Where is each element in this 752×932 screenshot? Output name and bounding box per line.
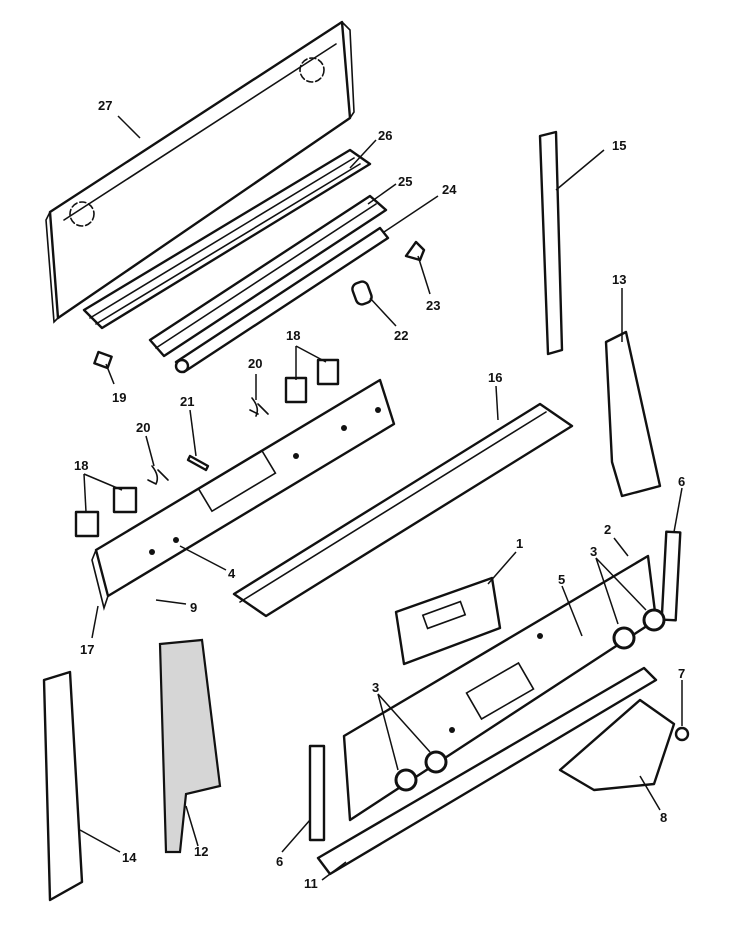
callout-19: 19 bbox=[112, 390, 126, 405]
callout-23: 23 bbox=[426, 298, 440, 313]
part-2-front-panel bbox=[342, 554, 666, 822]
callout-14: 14 bbox=[122, 850, 137, 865]
callout-27: 27 bbox=[98, 98, 112, 113]
part-24-rod bbox=[174, 226, 390, 374]
callout-26: 26 bbox=[378, 128, 392, 143]
callout-20-lower: 20 bbox=[136, 420, 150, 435]
callout-8: 8 bbox=[660, 810, 667, 825]
callout-22: 22 bbox=[394, 328, 408, 343]
part-13-side-bracket bbox=[604, 330, 662, 498]
callout-16: 16 bbox=[488, 370, 502, 385]
leader-lines bbox=[79, 115, 683, 881]
callout-7: 7 bbox=[678, 666, 685, 681]
callout-25: 25 bbox=[398, 174, 412, 189]
part-6-end-trim-right bbox=[660, 530, 682, 622]
part-12-insulation bbox=[158, 638, 222, 854]
part-14-side-rail bbox=[42, 670, 84, 902]
part-18-switches-lower bbox=[74, 486, 138, 538]
part-20-connector-lower bbox=[147, 465, 169, 485]
callout-6-left: 6 bbox=[276, 854, 283, 869]
part-6-end-trim-left bbox=[308, 744, 326, 842]
part-11-bottom-trim bbox=[316, 666, 658, 876]
callout-4: 4 bbox=[228, 566, 236, 581]
callout-3-right: 3 bbox=[590, 544, 597, 559]
callout-9: 9 bbox=[190, 600, 197, 615]
part-20-connector-upper bbox=[249, 397, 269, 417]
part-19-bracket bbox=[93, 350, 113, 370]
part-18-switches-upper bbox=[284, 358, 340, 404]
callout-24: 24 bbox=[442, 182, 457, 197]
part-27-back-panel bbox=[45, 20, 355, 324]
callout-2: 2 bbox=[604, 522, 611, 537]
callout-15: 15 bbox=[612, 138, 626, 153]
callout-3-left: 3 bbox=[372, 680, 379, 695]
callout-18-upper: 18 bbox=[286, 328, 300, 343]
callout-12: 12 bbox=[194, 844, 208, 859]
callout-13: 13 bbox=[612, 272, 626, 287]
part-16-trim-strip bbox=[232, 402, 574, 618]
callout-17: 17 bbox=[80, 642, 94, 657]
part-8-valve-plate bbox=[558, 698, 676, 792]
part-15-side-rail bbox=[538, 130, 564, 356]
part-26-channel bbox=[82, 148, 372, 330]
part-21-screw bbox=[186, 454, 210, 472]
callout-5: 5 bbox=[558, 572, 565, 587]
part-22-bulb bbox=[351, 280, 373, 306]
part-17-control-panel bbox=[91, 378, 396, 611]
callout-11: 11 bbox=[304, 876, 318, 891]
callout-21: 21 bbox=[180, 394, 194, 409]
part-7-knob bbox=[674, 726, 690, 742]
callout-1: 1 bbox=[516, 536, 523, 551]
callout-18-lower: 18 bbox=[74, 458, 88, 473]
callout-labels: 27 26 25 24 23 22 19 18 20 21 20 18 15 1… bbox=[74, 98, 685, 891]
part-25-channel bbox=[148, 194, 388, 358]
part-1-clock-module bbox=[394, 576, 502, 666]
callout-6-right: 6 bbox=[678, 474, 685, 489]
callout-20-upper: 20 bbox=[248, 356, 262, 371]
part-23-clip bbox=[404, 240, 426, 262]
